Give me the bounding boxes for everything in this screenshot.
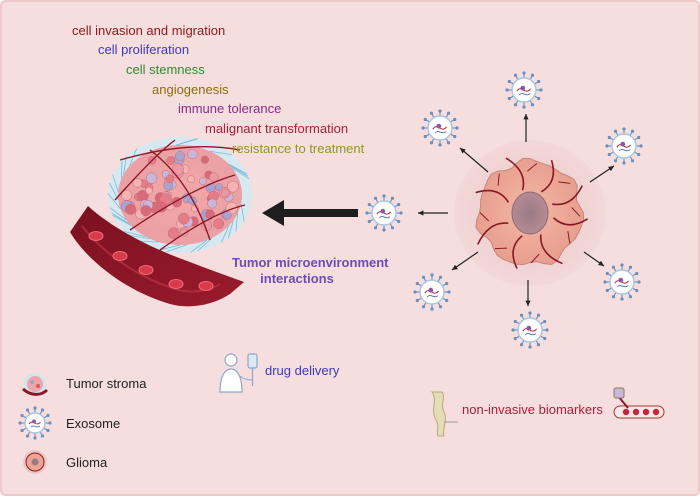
legend-label-tumor-stroma: Tumor stroma (66, 376, 147, 391)
exosome (603, 263, 641, 301)
drug-delivery-label: drug delivery (265, 363, 340, 378)
interaction-label: Tumor microenvironment interactions (232, 255, 389, 287)
effect-label: immune tolerance (178, 101, 282, 116)
interaction-arrow (262, 200, 358, 226)
exosome-icon (18, 406, 52, 440)
tumor-stroma-illustration (70, 137, 252, 307)
exosome (605, 127, 643, 165)
release-arrows (418, 114, 615, 306)
glioma-icon (23, 450, 47, 474)
tumor-stroma-icon (22, 373, 49, 396)
exosome (18, 406, 52, 440)
interaction-label-line-1: Tumor microenvironment (232, 255, 389, 270)
interaction-label-line-2: interactions (260, 271, 334, 286)
exosome (511, 311, 549, 349)
effect-label: angiogenesis (152, 82, 229, 97)
glioma-illustration (454, 140, 606, 286)
biomarkers-label: non-invasive biomarkers (462, 402, 603, 417)
legend-label-glioma: Glioma (66, 455, 108, 470)
exosome (413, 273, 451, 311)
blood-tube-icon (613, 387, 665, 419)
exosome (505, 71, 543, 109)
exosome-group (365, 71, 643, 349)
effect-label: malignant transformation (205, 121, 349, 136)
effect-label: cell proliferation (98, 42, 190, 57)
effect-label: resistance to treatment (232, 141, 365, 156)
patient-iv-icon (219, 353, 258, 393)
effect-label: cell invasion and migration (72, 23, 226, 38)
effect-label: cell stemness (126, 62, 205, 77)
biopsy-tissue-icon (431, 391, 458, 437)
legend-label-exosome: Exosome (66, 416, 121, 431)
exosome (365, 194, 403, 232)
exosome (421, 109, 459, 147)
